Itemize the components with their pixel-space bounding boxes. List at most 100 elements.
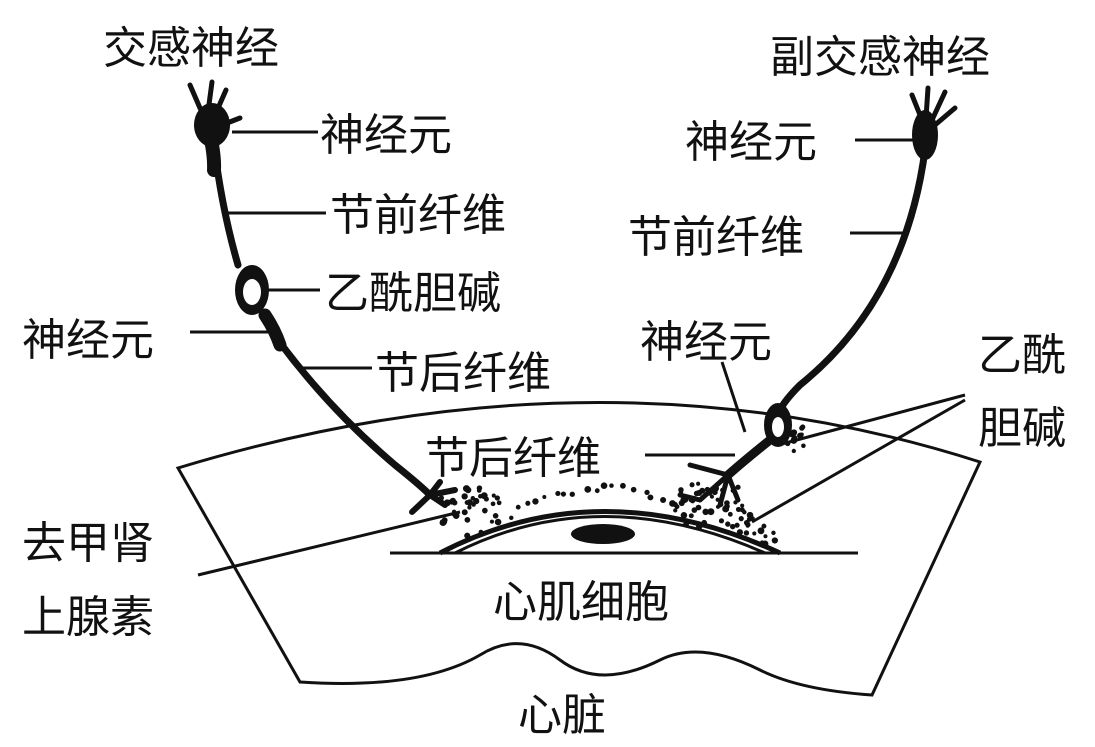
label-norepinephrine-1: 去甲肾: [22, 518, 154, 569]
transmitter-dot: [771, 537, 778, 544]
transmitter-dot: [696, 523, 703, 530]
transmitter-dot: [449, 497, 456, 504]
label-sym-neuron-1: 神经元: [320, 110, 452, 161]
transmitter-dot: [630, 486, 637, 493]
transmitter-dot: [496, 500, 502, 506]
transmitter-dot: [709, 494, 714, 499]
transmitter-dot: [476, 488, 482, 493]
transmitter-dot: [515, 504, 521, 510]
label-heart: 心脏: [518, 690, 606, 741]
transmitter-dot: [761, 523, 767, 529]
transmitter-dot: [464, 517, 471, 523]
transmitter-dot: [801, 443, 806, 449]
transmitter-dot: [800, 424, 806, 430]
transmitter-dot: [594, 488, 600, 494]
transmitter-dot: [691, 507, 698, 513]
label-sympathetic-nerve: 交感神经: [103, 23, 279, 74]
transmitter-dot: [790, 429, 798, 436]
transmitter-dot: [560, 491, 567, 497]
label-para-acetylcholine-1: 乙酰: [978, 330, 1066, 381]
transmitter-dot: [442, 519, 448, 525]
transmitter-dots: [437, 422, 806, 548]
transmitter-dot: [532, 498, 539, 505]
transmitter-dot: [464, 500, 470, 505]
transmitter-dot: [746, 522, 751, 527]
transmitter-dot: [757, 527, 765, 535]
transmitter-dot: [569, 491, 575, 497]
transmitter-dot: [489, 519, 495, 524]
transmitter-dot: [525, 500, 531, 506]
label-sym-acetylcholine: 乙酰胆碱: [325, 268, 501, 319]
label-parasympathetic-nerve: 副交感神经: [770, 32, 990, 83]
transmitter-dot: [647, 494, 654, 501]
transmitter-dot: [727, 511, 733, 517]
cardiomyocyte-cell: [390, 509, 858, 556]
label-sym-neuron-2: 神经元: [22, 315, 154, 366]
nucleus: [571, 524, 635, 544]
transmitter-dot: [771, 530, 776, 536]
transmitter-dot: [609, 483, 614, 488]
transmitter-dot: [718, 518, 725, 524]
transmitter-dot: [740, 503, 745, 508]
transmitter-dot: [600, 482, 608, 490]
transmitter-dot: [746, 516, 752, 522]
parasympathetic-neuron-path: [677, 85, 958, 508]
transmitter-dot: [696, 481, 701, 486]
transmitter-dot: [461, 493, 468, 500]
label-para-acetylcholine-2: 胆碱: [978, 403, 1066, 454]
transmitter-dot: [644, 489, 650, 496]
transmitter-dot: [799, 432, 804, 437]
transmitter-dot: [760, 540, 765, 545]
transmitter-dot: [584, 485, 592, 493]
transmitter-dot: [734, 522, 740, 528]
sympathetic-neuron-path: [187, 79, 458, 515]
transmitter-dot: [739, 507, 745, 513]
transmitter-dot: [689, 482, 695, 488]
transmitter-dot: [464, 486, 472, 494]
transmitter-dot: [738, 515, 744, 522]
transmitter-dot: [494, 495, 500, 501]
transmitter-dot: [673, 508, 678, 513]
label-para-preganglionic: 节前纤维: [628, 212, 804, 263]
transmitter-dot: [660, 496, 667, 504]
transmitter-dot: [491, 493, 496, 498]
transmitter-dot: [473, 497, 480, 505]
transmitter-dot: [683, 520, 690, 527]
transmitter-dot: [743, 530, 750, 536]
transmitter-dot: [701, 519, 708, 526]
label-cardiomyocyte: 心肌细胞: [493, 577, 669, 628]
label-sym-preganglionic: 节前纤维: [330, 190, 506, 241]
transmitter-dot: [490, 501, 496, 507]
transmitter-dot: [725, 521, 731, 527]
transmitter-dot: [695, 504, 702, 511]
leader-lines: [190, 130, 966, 577]
transmitter-dot: [680, 512, 688, 519]
transmitter-dot: [724, 503, 730, 510]
transmitter-dot: [752, 531, 757, 536]
transmitter-dot: [736, 529, 743, 536]
transmitter-dot: [478, 529, 484, 535]
label-para-postganglionic: 节后纤维: [425, 433, 601, 484]
transmitter-dot: [702, 508, 709, 516]
transmitter-dot: [729, 523, 736, 530]
transmitter-dot: [735, 484, 741, 490]
transmitter-dot: [464, 532, 471, 539]
label-norepinephrine-2: 上腺素: [22, 592, 154, 643]
transmitter-dot: [542, 495, 547, 500]
transmitter-dot: [672, 501, 678, 508]
transmitter-dot: [492, 512, 499, 519]
transmitter-dot: [791, 448, 796, 454]
transmitter-dot: [693, 490, 700, 497]
transmitter-dot: [735, 506, 742, 513]
transmitter-dot: [467, 505, 472, 510]
label-para-neuron-2: 神经元: [640, 317, 772, 368]
transmitter-dot: [482, 507, 488, 514]
transmitter-dot: [461, 509, 468, 516]
transmitter-dot: [494, 518, 502, 526]
transmitter-dot: [620, 482, 626, 489]
heart-outline: [175, 400, 983, 697]
transmitter-dot: [707, 508, 715, 516]
transmitter-dot: [509, 515, 514, 521]
